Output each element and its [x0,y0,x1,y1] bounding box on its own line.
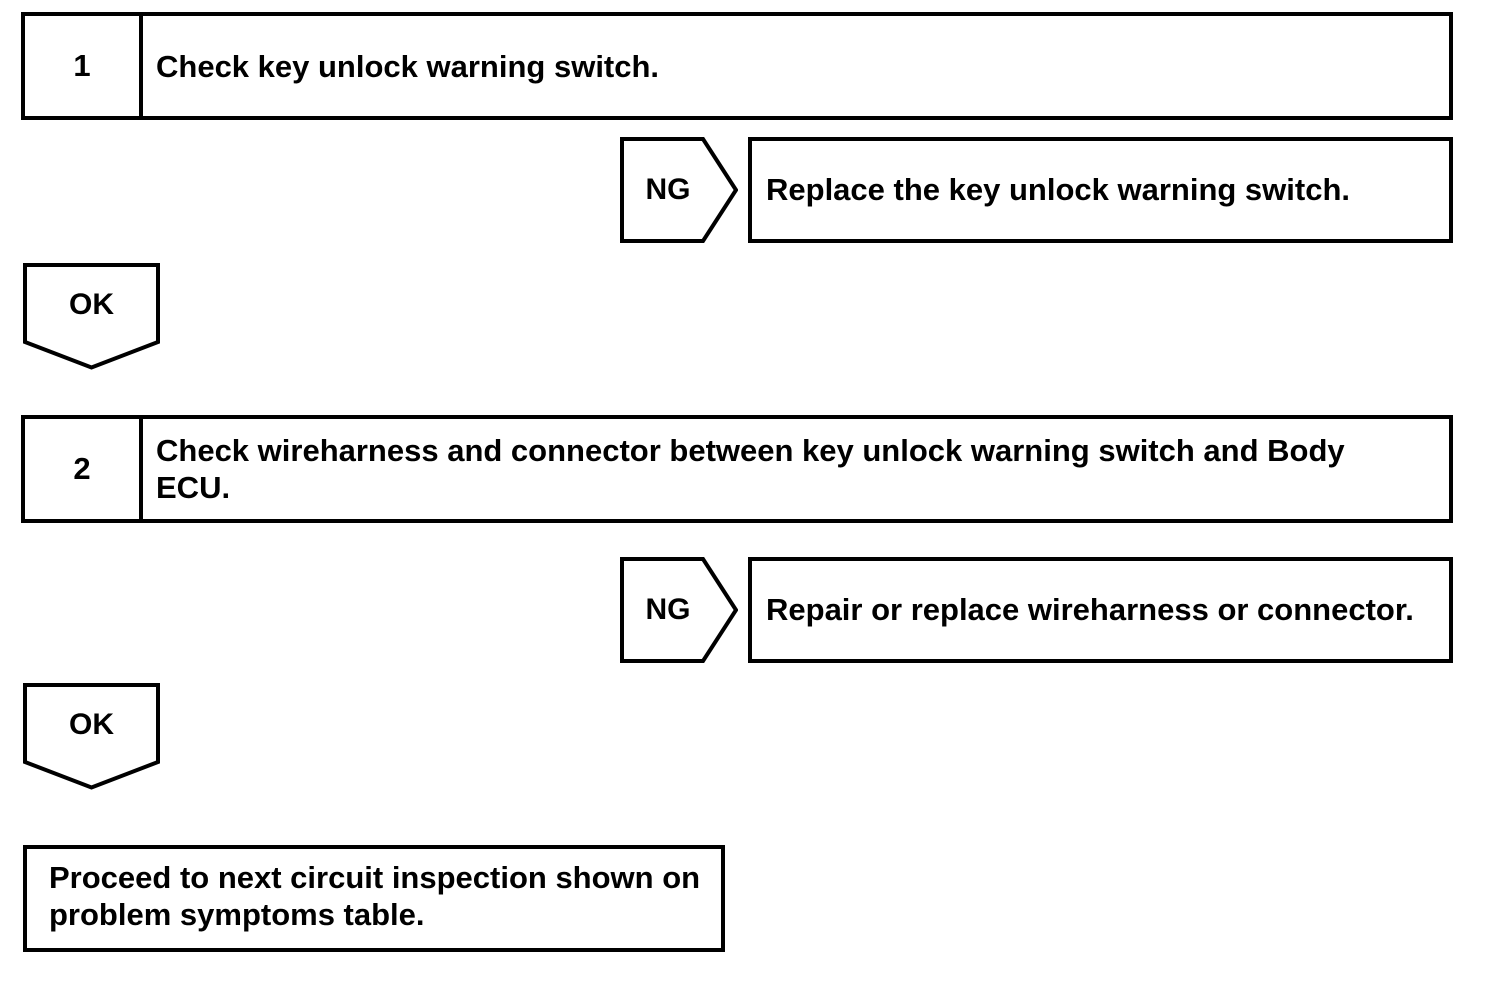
ng-label-2: NG [645,593,691,626]
ng-arrow-1: NG [620,137,738,243]
ng-label-1: NG [645,173,691,206]
step-2-number: 2 [25,419,143,519]
step-2-instruction: Check wireharness and connector between … [143,419,1449,519]
step-1-number: 1 [25,16,143,116]
ng-arrow-shape-icon [620,557,738,663]
ok-arrow-2: OK [23,683,160,790]
ng-arrow-2: NG [620,557,738,663]
step-1-box: 1 Check key unlock warning switch. [21,12,1453,120]
ng-arrow-shape-icon [620,137,738,243]
ng-result-1-text: Replace the key unlock warning switch. [766,172,1351,207]
ok-arrow-1: OK [23,263,160,370]
ok-arrow-shape-icon [23,263,160,370]
ok-arrow-shape-icon [23,683,160,790]
terminal-box: Proceed to next circuit inspection shown… [23,845,725,952]
ng-result-1: Replace the key unlock warning switch. [748,137,1453,243]
ok-label-1: OK [69,288,114,321]
step-1-instruction-text: Check key unlock warning switch. [156,48,660,84]
step-2-instruction-text: Check wireharness and connector between … [156,433,1345,505]
step-2-box: 2 Check wireharness and connector betwee… [21,415,1453,523]
ng-result-2: Repair or replace wireharness or connect… [748,557,1453,663]
ng-result-2-text: Repair or replace wireharness or connect… [766,592,1414,627]
terminal-text: Proceed to next circuit inspection shown… [49,860,701,932]
ok-label-2: OK [69,708,114,741]
step-1-instruction: Check key unlock warning switch. [143,16,1449,116]
